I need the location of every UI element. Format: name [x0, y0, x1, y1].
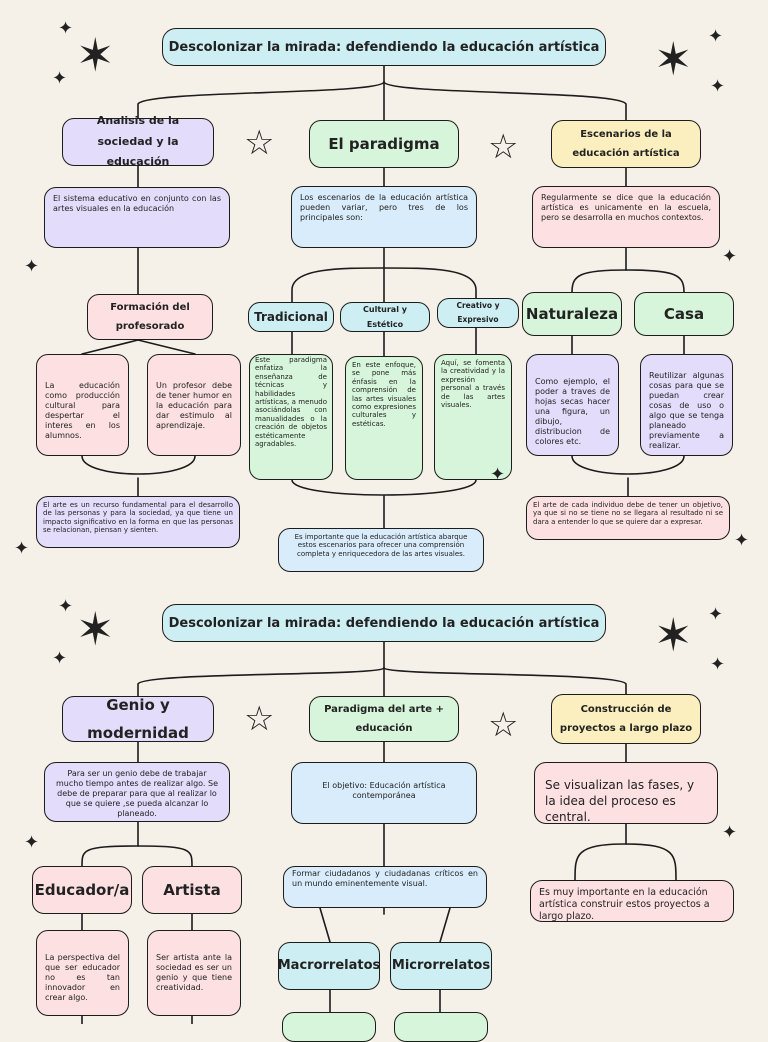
page1-formacion-heading: Formación del profesorado — [87, 294, 213, 340]
small-star-icon: ✦ — [58, 596, 74, 617]
outline-star-icon: ☆ — [244, 699, 275, 739]
small-star-icon: ✦ — [52, 648, 68, 669]
page1-naturaleza-text: Como ejemplo, el poder a traves de hojas… — [526, 354, 619, 456]
page1-branch-casa: Casa — [634, 292, 734, 336]
page1-branch-naturaleza: Naturaleza — [522, 292, 622, 336]
page1-creativo-text: Aquí, se fomenta la creatividad y la exp… — [434, 354, 512, 480]
page2-branch-artista: Artista — [142, 866, 242, 914]
page1-branch-cultural: Cultural y Estético — [340, 302, 430, 332]
small-star-icon: ✦ — [14, 538, 30, 559]
page2-macrorrelatos-child — [282, 1012, 376, 1042]
page1-center-heading: El paradigma — [309, 120, 459, 168]
page1-branch-tradicional: Tradicional — [248, 302, 334, 332]
page2-branch-microrrelatos: Microrrelatos — [390, 942, 492, 990]
page1-center-bottom-text: Es importante que la educación artística… — [278, 528, 484, 572]
outline-star-icon: ☆ — [244, 123, 275, 163]
page2-right-heading: Construcción de proyectos a largo plazo — [551, 694, 701, 744]
large-star-icon: ✶ — [76, 602, 115, 656]
page1-formacion-left-text: La educación como producción cultural pa… — [36, 354, 129, 456]
small-star-icon: ✦ — [708, 604, 724, 625]
large-star-icon: ✶ — [654, 32, 693, 86]
page1-branch-creativo: Creativo y Expresivo — [437, 298, 519, 328]
page1-center-text: Los escenarios de la educación artística… — [291, 186, 477, 248]
page1-right-bottom-text: El arte de cada individuo debe de tener … — [526, 496, 730, 540]
page2-right-text2: Es muy importante en la educación artíst… — [530, 880, 734, 922]
page2-left-text: Para ser un genio debe de trabajar mucho… — [44, 762, 230, 822]
page1-casa-text: Reutilizar algunas cosas para que se pue… — [640, 354, 733, 456]
small-star-icon: ✦ — [490, 464, 506, 485]
page2-microrrelatos-child — [394, 1012, 488, 1042]
page1-title: Descolonizar la mirada: defendiendo la e… — [162, 28, 606, 66]
page2-educador-text: La perspectiva del que ser educador no e… — [36, 930, 129, 1016]
large-star-icon: ✶ — [654, 608, 693, 662]
small-star-icon: ✦ — [58, 18, 74, 39]
small-star-icon: ✦ — [24, 256, 40, 277]
small-star-icon: ✦ — [24, 832, 40, 853]
small-star-icon: ✦ — [52, 68, 68, 89]
page2-center-heading: Paradigma del arte + educación — [309, 696, 459, 742]
outline-star-icon: ☆ — [488, 127, 519, 167]
page2-title: Descolonizar la mirada: defendiendo la e… — [162, 604, 606, 642]
page1-tradicional-text: Este paradigma enfatiza la enseñanza de … — [249, 354, 333, 480]
small-star-icon: ✦ — [722, 246, 738, 267]
page2-artista-text: Ser artista ante la sociedad es ser un g… — [147, 930, 241, 1016]
page2-center-text: El objetivo: Educación artística contemp… — [291, 762, 477, 824]
page1-left-text: El sistema educativo en conjunto con las… — [44, 187, 230, 248]
small-star-icon: ✦ — [722, 822, 738, 843]
page2-center-text2: Formar ciudadanos y ciudadanas críticos … — [283, 866, 487, 908]
page1-cultural-text: En este enfoque, se pone más énfasis en … — [345, 356, 423, 480]
small-star-icon: ✦ — [710, 76, 726, 97]
small-star-icon: ✦ — [710, 654, 726, 675]
page1-left-heading: Analisis de la sociedad y la educación — [62, 114, 214, 168]
page1-left-bottom-text: El arte es un recurso fundamental para e… — [36, 496, 240, 548]
small-star-icon: ✦ — [734, 530, 750, 551]
large-star-icon: ✶ — [76, 28, 115, 82]
page2-branch-educador: Educador/a — [32, 866, 132, 914]
page1-right-heading: Escenarios de la educación artística — [551, 120, 701, 168]
outline-star-icon: ☆ — [488, 705, 519, 745]
page2-right-text: Se visualizan las fases, y la idea del p… — [534, 762, 718, 824]
page2-branch-macrorrelatos: Macrorrelatos — [278, 942, 380, 990]
page1-formacion-right-text: Un profesor debe de tener humor en la ed… — [147, 354, 241, 456]
small-star-icon: ✦ — [708, 26, 724, 47]
page2-left-heading: Genio y modernidad — [62, 696, 214, 742]
page1-right-text: Regularmente se dice que la educación ar… — [532, 186, 720, 248]
